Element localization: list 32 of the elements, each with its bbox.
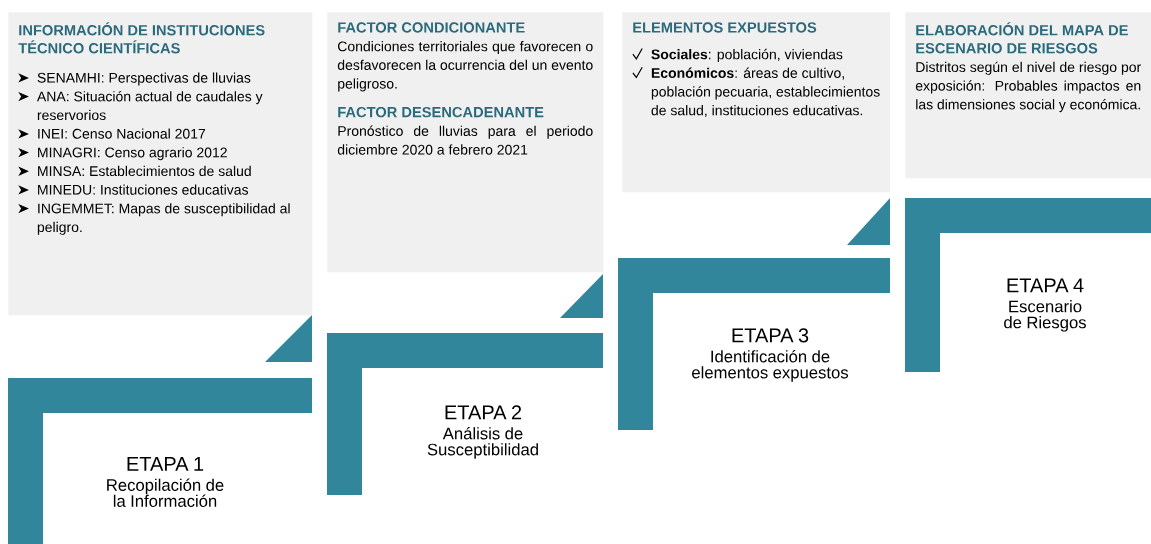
info-panel [8,12,313,316]
stage-title: ETAPA 2 [445,405,522,420]
list-item: INEI: Censo Nacional 2017 [18,128,206,139]
info-panel [622,12,891,193]
panel-text: Condiciones territoriales que favorecen o desfavorecen la ocurrencia del un evento peligroso. [337,41,593,92]
stage-title: ETAPA 4 [1007,278,1084,293]
list-item: MINSA: Establecimientos de salud [18,165,251,177]
panel-heading: ELEMENTOS EXPUESTOS [633,22,817,33]
list-item: Sociales: población, viviendas [632,47,843,63]
stage-title: ETAPA 1 [127,457,204,471]
stage-title: ETAPA 3 [732,328,809,343]
stage-subtitle: Recopilación de la Información [107,478,224,507]
list-item: MINEDU: Instituciones educativas [18,184,249,195]
stage-step [905,198,1151,372]
list-item: Económicos: áreas de cultivo, población pecuaria, establecimientos de salud, instituciones educativas. [632,66,880,117]
list-item: INGEMMET: Mapas de susceptibilidad al peligro. [18,203,290,235]
stage-step [327,274,603,495]
list-item: ANA: Situación actual de caudales y reservorios [18,90,263,121]
stage-subtitle: Identificación de elementos expuestos [692,350,849,382]
stage-subtitle: Escenario de Riesgos [1004,300,1086,332]
panel-heading: FACTOR DESENCADENANTE [338,106,544,118]
panel-text: Distritos según el nivel de riesgo por exposición: Probables impactos en las dimensiones social y económica. [915,61,1141,113]
stage-step [618,198,890,430]
panel-heading: FACTOR CONDICIONANTE [338,22,525,33]
list-item: SENAMHI: Perspectivas de lluvias [18,72,251,86]
list-item: MINAGRI: Censo agrario 2012 [18,147,227,161]
info-panel [327,12,604,273]
panel-text: Pronóstico de lluvias para el periodo diciembre 2020 a febrero 2021 [337,125,593,155]
stage-subtitle: Análisis de Susceptibilidad [427,427,538,459]
panel-heading: ELABORACIÓN DEL MAPA DE ESCENARIO DE RIESGOS [916,22,1128,54]
panel-heading: INFORMACIÓN DE INSTITUCIONES TÉCNICO CIENTÍFICAS [18,22,265,54]
stage-step [8,315,312,544]
